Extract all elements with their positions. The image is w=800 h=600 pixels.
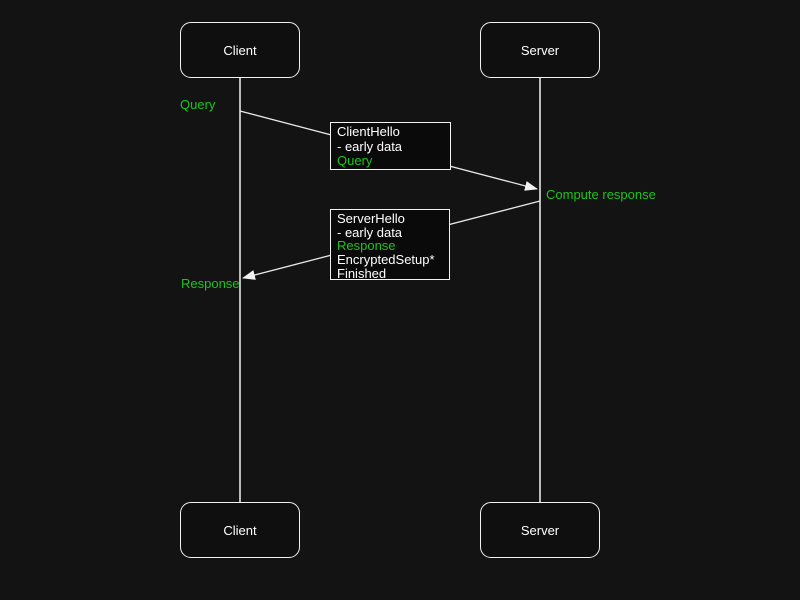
actor-server-bottom-label: Server: [520, 522, 560, 538]
actor-client-top: Client: [180, 22, 300, 78]
actor-server-bottom: Server: [480, 502, 600, 558]
message-line: EncryptedSetup*: [337, 252, 435, 268]
message-line: Finished: [337, 265, 387, 281]
query-annotation: Query: [180, 97, 216, 112]
message-line-highlight: Response: [337, 238, 396, 254]
message-box-server-hello: ServerHello - early data Response Encryp…: [330, 209, 450, 280]
message-line-highlight: Query: [337, 153, 373, 169]
message-line: ClientHello: [337, 124, 400, 139]
compute-response-annotation: Compute response: [546, 187, 656, 202]
message-line: - early data: [337, 138, 403, 154]
actor-server-top-label: Server: [520, 42, 560, 58]
actor-client-bottom: Client: [180, 502, 300, 558]
message-line: ServerHello: [337, 211, 405, 226]
actor-client-top-label: Client: [223, 42, 257, 58]
response-annotation: Response: [181, 276, 240, 291]
message-box-client-hello: ClientHello - early data Query: [330, 122, 451, 170]
actor-client-bottom-label: Client: [223, 522, 257, 538]
message-line: - early data: [337, 224, 403, 240]
actor-server-top: Server: [480, 22, 600, 78]
